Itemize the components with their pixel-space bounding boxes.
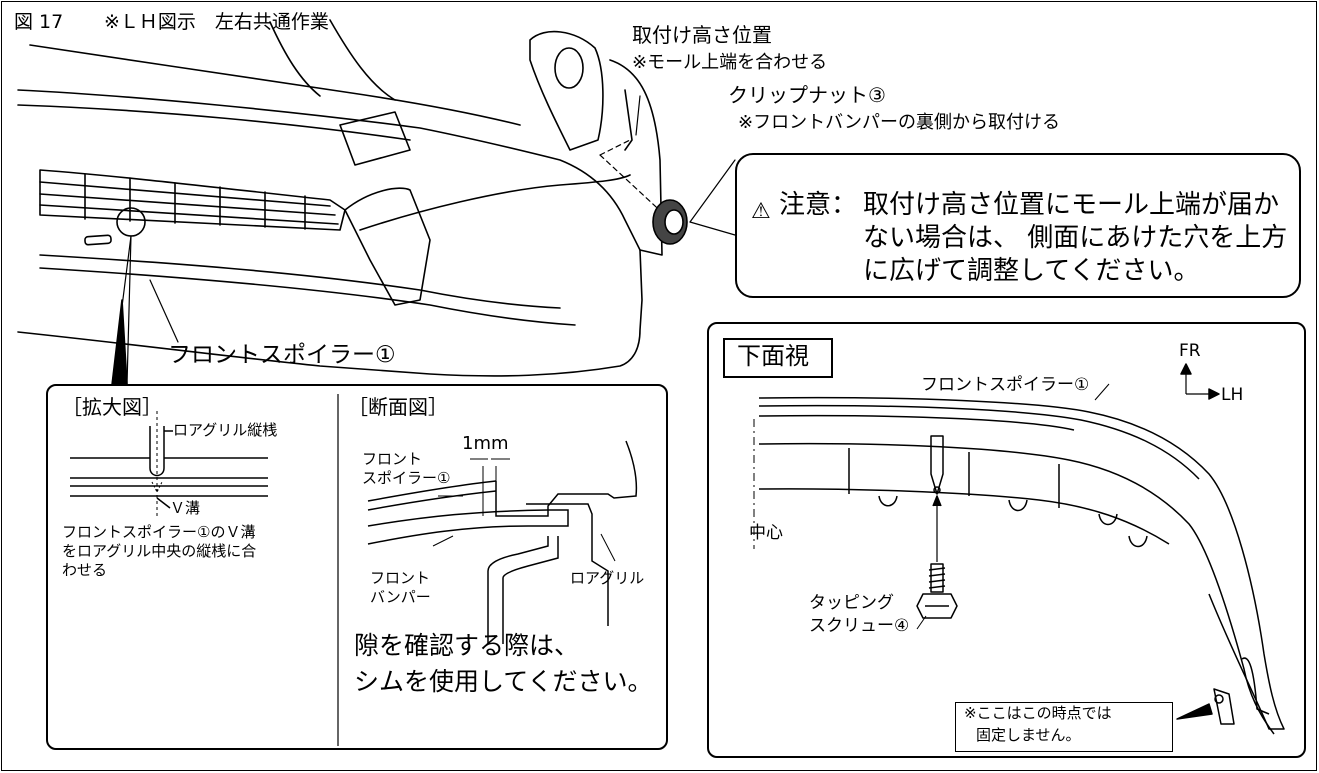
headlight — [529, 30, 604, 151]
bottom-view-box: 下面視 フロントスポイラー① FR LH 中心 タッピング スクリュー④ ※ここ… — [707, 322, 1306, 758]
inner-contour — [359, 174, 631, 231]
under-line-1 — [39, 254, 561, 309]
gap-label: 1mm — [462, 433, 509, 454]
warning-triangle-icon: ⚠ — [751, 199, 771, 224]
section-spoiler-label-2: スポイラー① — [362, 469, 451, 487]
figure-note: ※ＬＨ図示 左右共通作業 — [104, 11, 329, 33]
section-spoiler-label-1: フロント — [362, 450, 423, 468]
center-label: 中心 — [749, 523, 783, 543]
grille-row-1 — [39, 181, 331, 207]
side-air-intake — [344, 187, 431, 306]
not-fixed-note-2: 固定しません。 — [976, 726, 1081, 744]
spoiler-leader — [149, 279, 179, 343]
bumper-top-line — [17, 104, 411, 141]
enlarged-note-3: わせる — [62, 561, 108, 579]
v-groove-label: Ｖ溝 — [170, 499, 201, 517]
detail-drawing — [70, 394, 638, 746]
clip-nut-label: クリップナット③ — [728, 83, 886, 107]
under-line-2 — [39, 267, 576, 326]
hood-edge-2 — [269, 21, 321, 97]
detail-callout-circle — [116, 207, 146, 237]
bottom-view-drawing — [753, 363, 1285, 735]
lh-label: LH — [1221, 385, 1244, 405]
mould-strip — [624, 89, 633, 151]
clip-leader — [689, 159, 736, 223]
lower-grille-bar-label: ロアグリル縦桟 — [173, 421, 278, 439]
lower-grille-label: ロアグリル — [570, 569, 645, 587]
bumper-outline — [17, 89, 643, 377]
figure-number: 図 17 — [14, 11, 64, 33]
detail-box: ［拡大図］ ロアグリル縦桟 Ｖ溝 フロントスポイラー①のＶ溝 をロアグリル中央の… — [46, 384, 668, 750]
mount-height-label: 取付け高さ位置 — [632, 23, 772, 47]
enlarged-view-title: ［拡大図］ — [62, 395, 162, 419]
side-panel — [609, 59, 663, 256]
enlarged-note-2: をロアグリル中央の縦桟に合 — [62, 542, 257, 560]
mount-leader — [635, 95, 641, 136]
caution-line-2: ない場合は、 側面にあけた穴を上方 — [863, 223, 1288, 253]
not-fixed-note-box: ※ここはこの時点では 固定しません。 — [955, 702, 1173, 752]
front-bumper-label-1: フロント — [370, 569, 431, 587]
front-spoiler-label: フロントスポイラー① — [168, 342, 396, 368]
vent-shape — [339, 111, 411, 166]
bumper-upper-ridge — [29, 44, 521, 126]
section-view-title: ［断面図］ — [348, 395, 448, 419]
bottom-view-title: 下面視 — [737, 342, 809, 370]
shim-note-2: シムを使用してください。 — [354, 667, 653, 696]
bottom-spoiler-label: フロントスポイラー① — [921, 375, 1090, 395]
fog-lamp — [554, 47, 584, 89]
grille-row-3 — [39, 204, 339, 225]
shim-note-1: 隙を確認する際は、 — [354, 631, 580, 660]
screw-label-2: スクリュー④ — [809, 616, 910, 636]
mount-height-note: ※モール上端を合わせる — [632, 52, 828, 73]
front-bumper-label-2: バンパー — [370, 588, 431, 606]
screw-icon — [916, 563, 958, 619]
caution-line-3: に広げて調整してください。 — [863, 256, 1200, 286]
not-fixed-note-1: ※ここはこの時点では — [964, 704, 1112, 722]
grille-outer — [39, 169, 346, 231]
grille-row-2 — [39, 193, 336, 216]
grille-bars — [84, 173, 306, 230]
caution-label: 注意： — [779, 190, 858, 220]
small-slot — [84, 234, 112, 246]
caution-box: ⚠ 注意： 取付け高さ位置にモール上端が届か ない場合は、 側面にあけた穴を上方… — [735, 153, 1301, 298]
fr-label: FR — [1179, 341, 1201, 361]
enlarged-note-1: フロントスポイラー①のＶ溝 — [62, 523, 256, 541]
clip-nut-note: ※フロントバンパーの裏側から取付ける — [738, 112, 1060, 133]
mount-dashed — [599, 139, 631, 156]
screw-label-1: タッピング — [809, 593, 894, 613]
hood-edge-1 — [329, 19, 396, 101]
caution-line-1: 取付け高さ位置にモール上端が届か — [863, 190, 1280, 220]
bottom-view-title-box: 下面視 — [723, 338, 833, 378]
